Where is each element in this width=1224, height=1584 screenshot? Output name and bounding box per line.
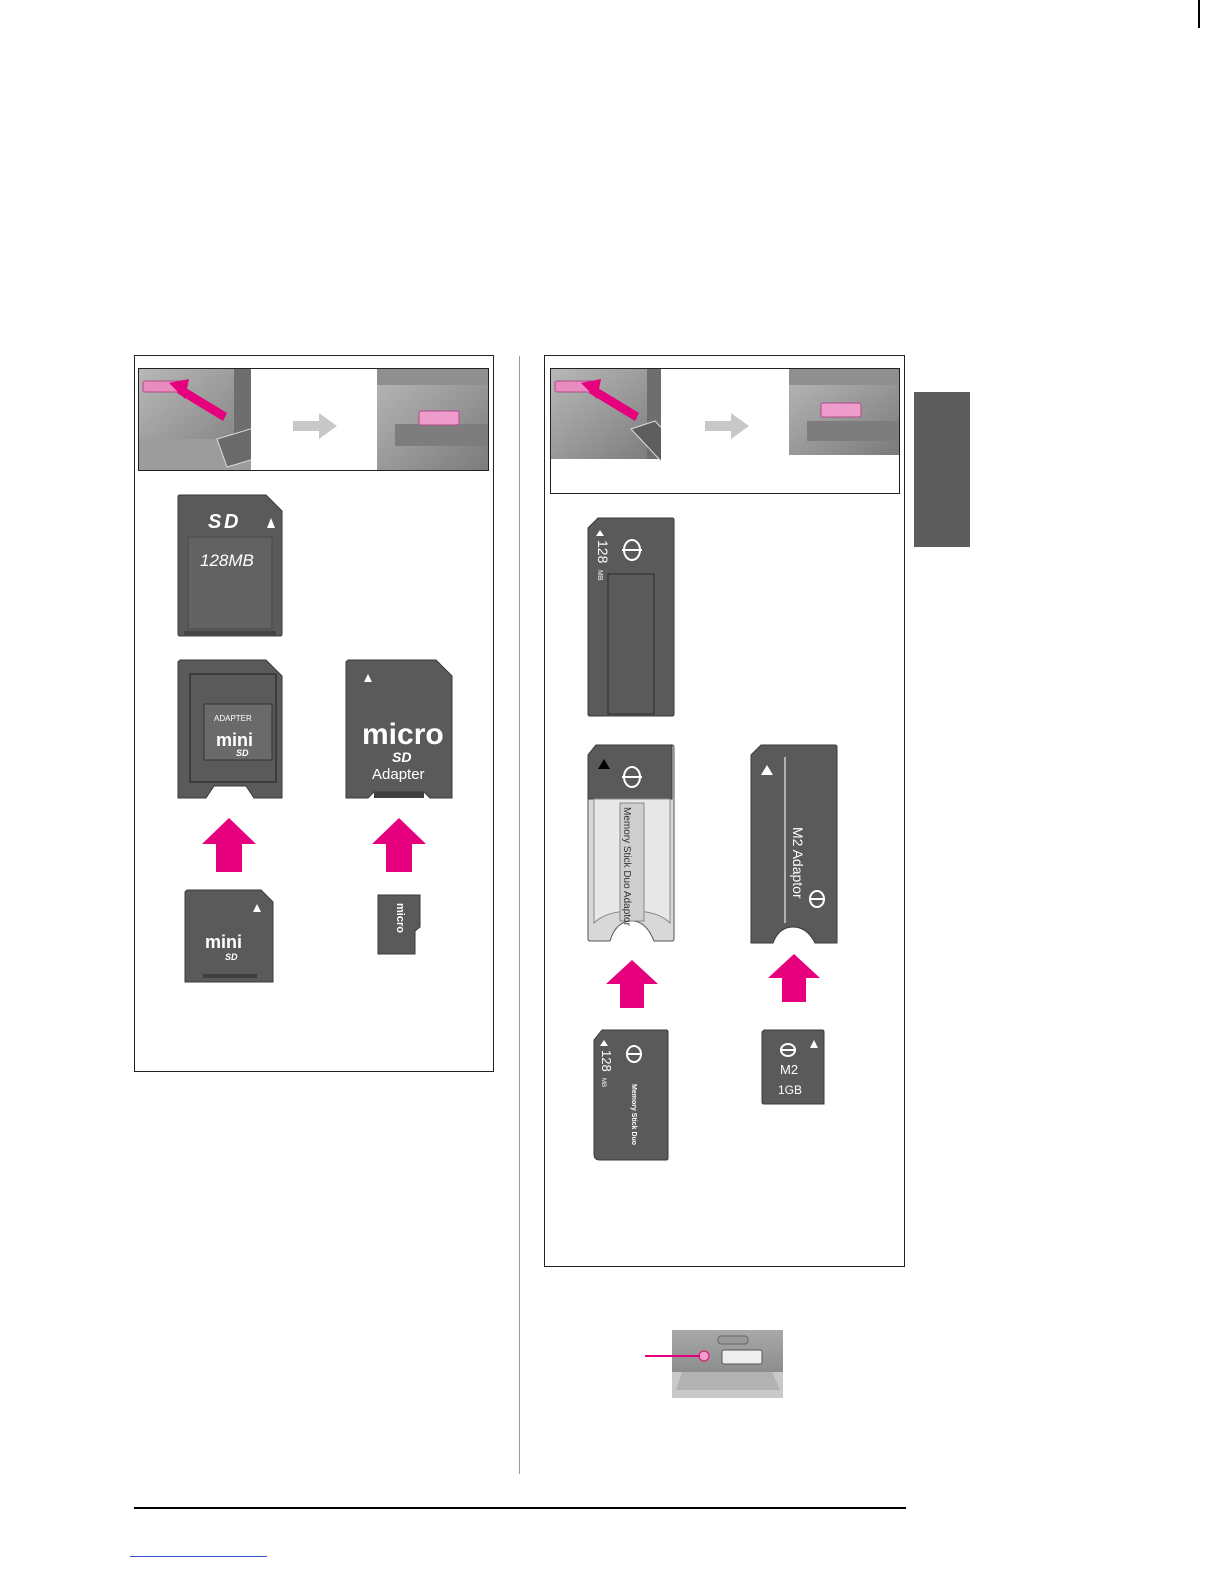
microsd-card: micro — [375, 893, 423, 956]
memory-stick: 128 MB — [586, 516, 676, 718]
svg-text:mini: mini — [205, 932, 242, 952]
memory-stick-duo: 128 MB Memory Stick Duo — [592, 1028, 670, 1162]
ms-capacity: 128 — [595, 540, 611, 564]
m2-adaptor: M2 Adaptor — [749, 743, 839, 945]
svg-text:SD: SD — [392, 749, 411, 765]
microsd-adapter: micro SD Adapter — [344, 658, 454, 802]
ms-duo-adaptor: Memory Stick Duo Adaptor — [586, 743, 676, 943]
minisd-adapter-label: ADAPTER — [214, 714, 252, 723]
ms-duo-capacity: 128 — [599, 1050, 614, 1072]
svg-text:micro: micro — [394, 903, 406, 933]
svg-text:micro: micro — [362, 718, 444, 751]
chapter-side-tab — [914, 392, 970, 547]
ms-insert-photo-strip — [550, 368, 900, 494]
up-arrow-icon — [370, 816, 428, 874]
svg-text:mini: mini — [216, 730, 253, 750]
up-arrow-icon — [200, 816, 258, 874]
footer-rule — [134, 1507, 906, 1509]
sd-insert-illustration — [139, 369, 489, 471]
sd-card-capacity: 128MB — [200, 551, 254, 570]
minisd-card: mini SD — [183, 888, 275, 984]
svg-text:MB: MB — [596, 570, 603, 581]
sd-card: S D 128MB — [176, 493, 284, 638]
sd-insert-photo-strip — [138, 368, 489, 471]
svg-text:S: S — [208, 511, 222, 533]
top-edge-rule — [1198, 0, 1200, 28]
svg-text:SD: SD — [236, 748, 249, 758]
card-slot-photo — [672, 1330, 783, 1398]
m2-card-capacity: 1GB — [778, 1083, 802, 1097]
column-divider — [519, 356, 520, 1474]
ms-duo-label: Memory Stick Duo — [630, 1084, 637, 1145]
svg-text:MB: MB — [600, 1078, 606, 1087]
up-arrow-icon — [766, 952, 822, 1004]
m2-adaptor-label: M2 Adaptor — [790, 827, 806, 899]
ms-insert-illustration — [551, 369, 900, 494]
footer-link-underline — [130, 1556, 267, 1557]
m2-card-name: M2 — [780, 1062, 798, 1077]
svg-text:D: D — [224, 511, 238, 533]
up-arrow-icon — [604, 958, 660, 1010]
svg-text:SD: SD — [225, 952, 238, 962]
minisd-adapter: ADAPTER mini SD — [176, 658, 284, 802]
ms-duo-adaptor-label: Memory Stick Duo Adaptor — [621, 807, 632, 927]
m2-card: M2 1GB — [760, 1028, 828, 1106]
slot-callout-line — [645, 1355, 700, 1357]
microsd-adapter-label: Adapter — [372, 766, 425, 783]
